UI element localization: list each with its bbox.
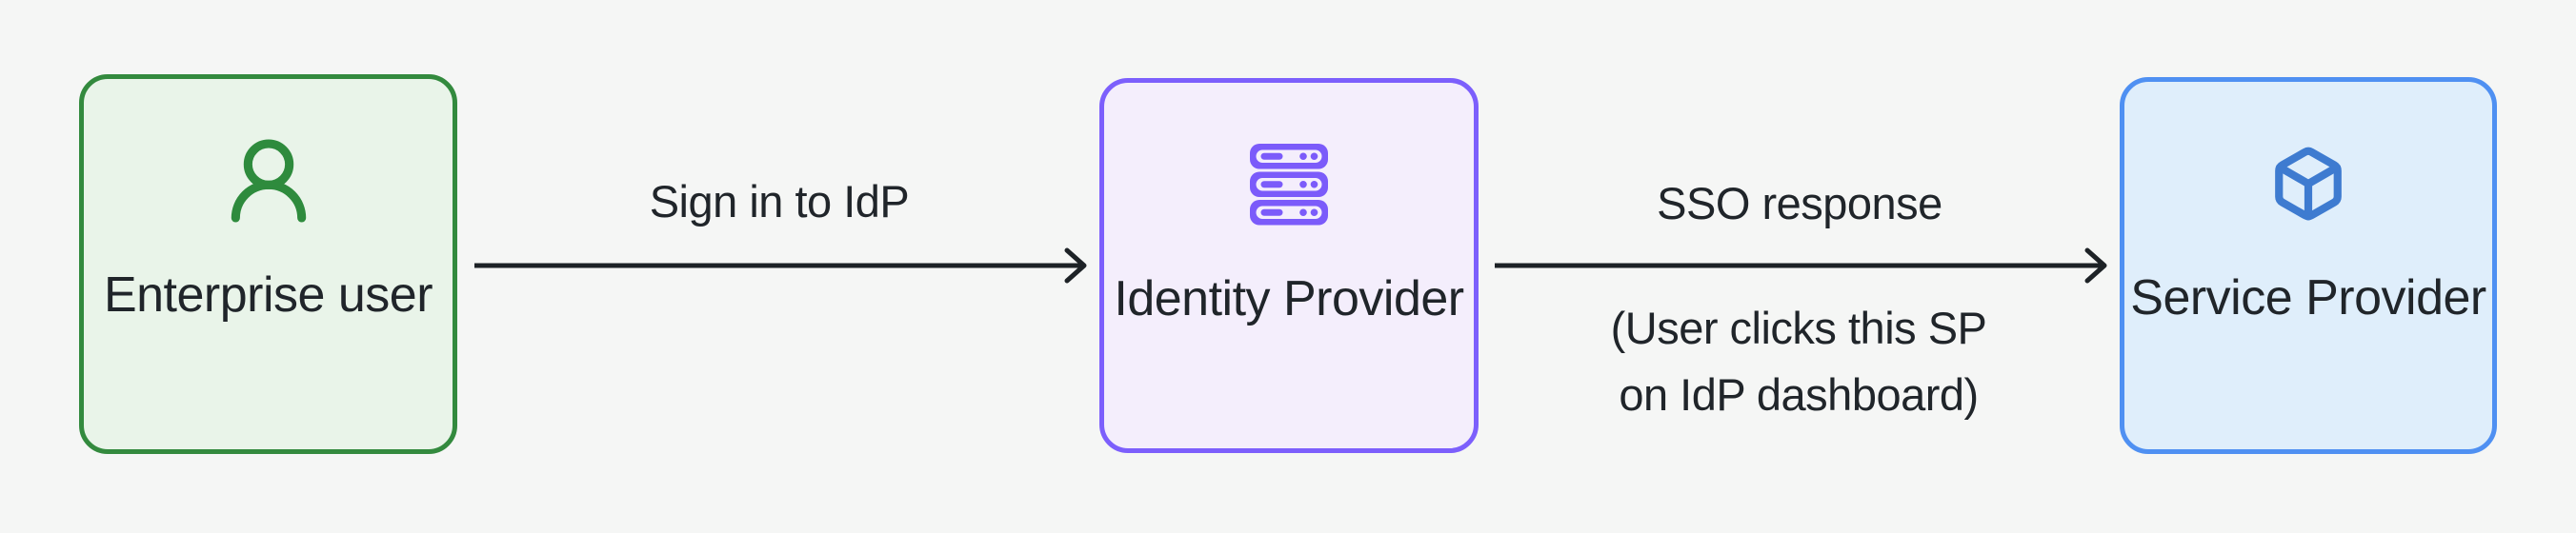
arrow-right-icon xyxy=(1495,247,2107,284)
edge-sublabel-line2: on IdP dashboard) xyxy=(1619,369,1979,420)
edge-label-sign-in: Sign in to IdP xyxy=(649,176,910,227)
user-icon xyxy=(219,109,318,252)
cube-icon xyxy=(2269,112,2347,255)
arrow-right-icon xyxy=(474,247,1087,284)
edge-label-sso-response: SSO response xyxy=(1657,178,1942,228)
node-label: Identity Provider xyxy=(1114,271,1464,326)
edge-sublabel-line1: (User clicks this SP xyxy=(1610,303,1987,353)
node-label: Service Provider xyxy=(2130,270,2486,326)
server-stack-icon xyxy=(1249,113,1329,256)
node-enterprise-user: Enterprise user xyxy=(79,74,457,454)
node-label: Enterprise user xyxy=(103,267,433,323)
node-identity-provider: Identity Provider xyxy=(1099,78,1479,453)
node-service-provider: Service Provider xyxy=(2120,77,2497,454)
